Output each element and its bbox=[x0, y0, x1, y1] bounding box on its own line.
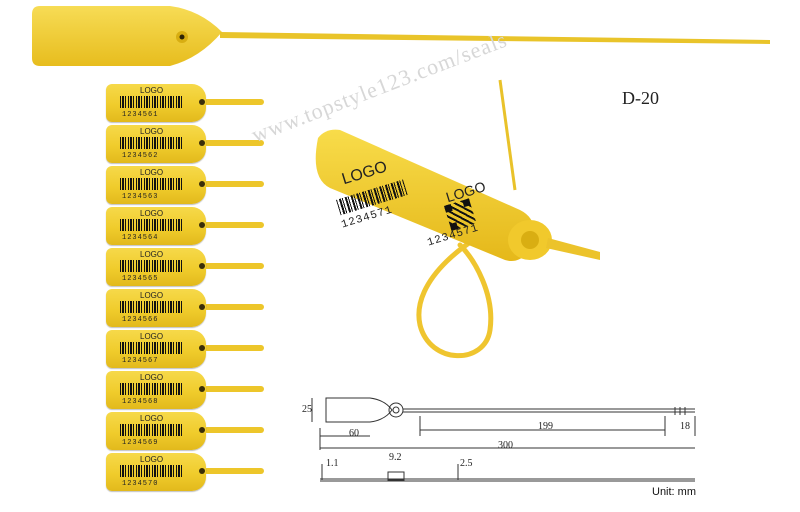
tag-barcode bbox=[120, 219, 182, 231]
tag-hole bbox=[199, 304, 205, 310]
tag-strap bbox=[204, 140, 264, 146]
seal-tag: LOGO 1234562 bbox=[106, 125, 264, 163]
tag-logo: LOGO bbox=[140, 86, 164, 95]
dim-hole-width: 9.2 bbox=[389, 452, 402, 463]
tag-strap bbox=[204, 222, 264, 228]
tag-logo: LOGO bbox=[140, 209, 164, 218]
tag-logo: LOGO bbox=[140, 373, 164, 382]
seal-tag: LOGO 1234566 bbox=[106, 289, 264, 327]
tag-barcode bbox=[120, 137, 182, 149]
tag-logo: LOGO bbox=[140, 291, 164, 300]
tag-barcode bbox=[120, 260, 182, 272]
top-seal bbox=[32, 6, 770, 66]
seal-tag: LOGO 1234565 bbox=[106, 248, 264, 286]
tag-barcode bbox=[120, 383, 182, 395]
tag-number: 1234565 bbox=[122, 275, 159, 283]
dim-tail-length: 199 bbox=[538, 421, 553, 432]
technical-drawing bbox=[311, 397, 696, 482]
tag-hole bbox=[199, 468, 205, 474]
tag-number: 1234570 bbox=[122, 480, 159, 488]
seal-tag: LOGO 1234561 bbox=[106, 84, 264, 122]
tag-logo: LOGO bbox=[140, 414, 164, 423]
seal-tag: LOGO 1234567 bbox=[106, 330, 264, 368]
tag-barcode bbox=[120, 96, 182, 108]
tag-logo: LOGO bbox=[140, 127, 164, 136]
tag-number: 1234567 bbox=[122, 357, 159, 365]
tag-number: 1234564 bbox=[122, 234, 159, 242]
tag-number: 1234562 bbox=[122, 152, 159, 160]
seal-tag: LOGO 1234564 bbox=[106, 207, 264, 245]
model-label: D-20 bbox=[622, 88, 659, 108]
dim-height: 25 bbox=[302, 404, 312, 415]
dim-strap-thickness: 2.5 bbox=[460, 458, 473, 469]
tag-hole bbox=[199, 99, 205, 105]
tag-barcode bbox=[120, 342, 182, 354]
tag-strap bbox=[204, 468, 264, 474]
tag-barcode bbox=[120, 178, 182, 190]
tag-hole bbox=[199, 222, 205, 228]
tag-hole bbox=[199, 181, 205, 187]
tag-barcode bbox=[120, 424, 182, 436]
tag-logo: LOGO bbox=[140, 250, 164, 259]
tag-barcode bbox=[120, 465, 182, 477]
tag-logo: LOGO bbox=[140, 332, 164, 341]
tag-strap bbox=[204, 427, 264, 433]
tag-hole bbox=[199, 386, 205, 392]
tag-strap bbox=[204, 263, 264, 269]
tag-hole bbox=[199, 345, 205, 351]
seal-tag: LOGO 1234563 bbox=[106, 166, 264, 204]
tag-strap bbox=[204, 181, 264, 187]
dim-tip-length: 18 bbox=[680, 421, 690, 432]
seal-tag: LOGO 1234570 bbox=[106, 453, 264, 491]
tag-number: 1234561 bbox=[122, 111, 159, 119]
tag-strap bbox=[204, 304, 264, 310]
tag-number: 1234566 bbox=[122, 316, 159, 324]
tag-strap bbox=[204, 345, 264, 351]
dim-thickness: 1.1 bbox=[326, 458, 339, 469]
tag-strap bbox=[204, 386, 264, 392]
seal-tag: LOGO 1234568 bbox=[106, 371, 264, 409]
tag-hole bbox=[199, 263, 205, 269]
seal-tag: LOGO 1234569 bbox=[106, 412, 264, 450]
tag-number: 1234569 bbox=[122, 439, 159, 447]
tag-hole bbox=[199, 427, 205, 433]
main-seal-illustration bbox=[315, 79, 600, 359]
tag-logo: LOGO bbox=[140, 168, 164, 177]
tag-number: 1234568 bbox=[122, 398, 159, 406]
tag-number: 1234563 bbox=[122, 193, 159, 201]
unit-label: Unit: mm bbox=[652, 486, 696, 498]
tag-barcode bbox=[120, 301, 182, 313]
dim-total-length: 300 bbox=[498, 440, 513, 451]
tag-hole bbox=[199, 140, 205, 146]
tag-strap bbox=[204, 99, 264, 105]
dim-head-length: 60 bbox=[349, 428, 359, 439]
tag-logo: LOGO bbox=[140, 455, 164, 464]
